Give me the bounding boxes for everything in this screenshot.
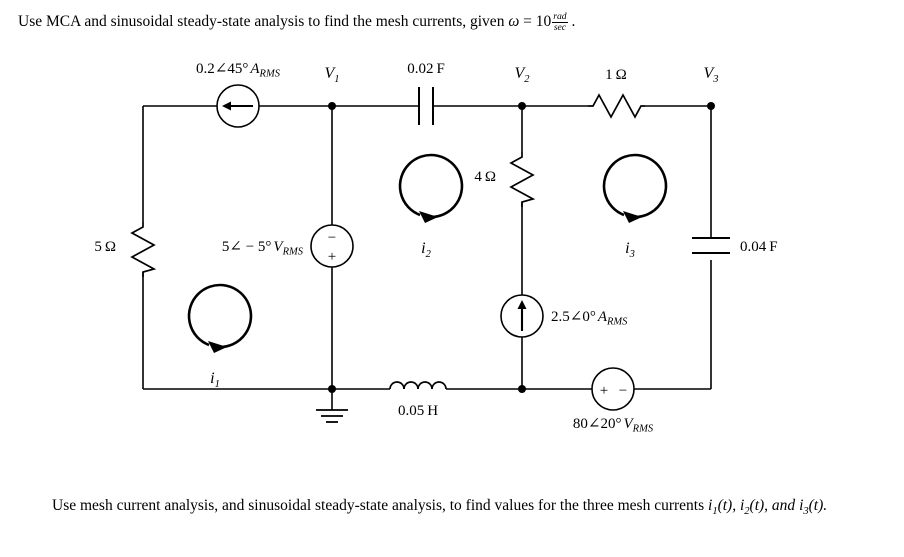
node-label-v3: V3 xyxy=(703,65,718,85)
capacitor-right xyxy=(692,237,730,254)
mesh-loop-i1-label: i1 xyxy=(210,370,220,390)
node-label-v1: V1 xyxy=(324,65,339,85)
resistor-left xyxy=(130,222,157,277)
current-source-top-arrow-head xyxy=(222,101,231,111)
current-source-top-label: 0.2∠45°ARMS xyxy=(196,61,281,80)
voltage-source-v1-minus: − xyxy=(328,230,336,246)
top-prompt-period: . xyxy=(567,13,576,31)
voltage-source-bottom-plus: + xyxy=(600,383,608,399)
equals-sign: = xyxy=(519,13,536,31)
mesh-loop-i2-label: i2 xyxy=(421,240,431,260)
mesh-loop-i1-arrow-head xyxy=(208,341,227,353)
mesh-loop-i1: i1 xyxy=(187,283,253,390)
node-dot-bottom-v1 xyxy=(328,385,336,393)
current-source-mid-arrow-head xyxy=(517,300,527,309)
voltage-source-v1: − + xyxy=(310,224,354,268)
omega-unit-denominator: sec xyxy=(553,22,567,34)
ground-icon xyxy=(316,409,348,423)
mesh-loop-i2-arrow-head xyxy=(419,211,438,223)
capacitor-top xyxy=(418,87,434,125)
resistor-top-right xyxy=(588,93,645,119)
inductor-coil-3 xyxy=(417,381,433,390)
mesh-loop-i3-label: i3 xyxy=(625,240,635,260)
voltage-source-v1-circle xyxy=(310,224,354,268)
bottom-i2-arg: (t), and xyxy=(749,497,800,514)
bottom-i2-subscript: 2 xyxy=(744,506,750,518)
inductor-bottom xyxy=(389,381,447,390)
voltage-source-bottom: + − xyxy=(591,367,635,411)
current-source-mid xyxy=(500,294,544,338)
mesh-loop-i2: i2 xyxy=(398,153,464,260)
bottom-prompt-text: Use mesh current analysis, and sinusoida… xyxy=(22,494,884,520)
current-source-mid-label: 2.5∠0°ARMS xyxy=(551,309,628,328)
bottom-i3-symbol: i xyxy=(799,497,804,514)
omega-unit-numerator: rad xyxy=(552,11,568,24)
node-label-v2: V2 xyxy=(514,65,530,85)
bottom-i1-arg: (t), xyxy=(717,497,737,514)
mesh-loop-i1-arc xyxy=(187,283,253,349)
node-dot-bottom-v2 xyxy=(518,385,526,393)
node-dot-v1 xyxy=(328,102,336,110)
bottom-i3-arg: (t). xyxy=(808,497,828,514)
voltage-source-bottom-minus: − xyxy=(619,383,627,399)
top-prompt-text: Use MCA and sinusoidal steady-state anal… xyxy=(18,11,888,34)
inductor-coil-1 xyxy=(389,381,405,390)
mesh-loop-i3: i3 xyxy=(602,153,668,260)
omega-symbol: ω xyxy=(508,13,520,31)
resistor-mid xyxy=(509,152,536,207)
mesh-loop-i2-arc xyxy=(398,153,464,219)
voltage-source-bottom-circle xyxy=(591,367,635,411)
top-prompt-lead: Use MCA and sinusoidal steady-state anal… xyxy=(18,13,509,31)
node-dot-v3 xyxy=(707,102,715,110)
node-dot-v2 xyxy=(518,102,526,110)
bottom-prompt-lead: Use mesh current analysis, and sinusoida… xyxy=(52,497,708,514)
bottom-i1-symbol: i xyxy=(708,497,713,514)
bottom-i1-subscript: 1 xyxy=(712,506,718,518)
inductor-coil-4 xyxy=(431,381,447,390)
bottom-i3-subscript: 3 xyxy=(803,506,809,518)
mesh-loop-i3-arc xyxy=(602,153,668,219)
current-source-top xyxy=(216,84,260,128)
mesh-loop-i3-arrow-head xyxy=(623,211,642,223)
voltage-source-v1-label: 5∠ − 5°VRMS xyxy=(222,239,304,258)
inductor-coil-2 xyxy=(403,381,419,390)
bottom-i2-symbol: i xyxy=(739,497,745,514)
omega-value: 10 xyxy=(535,13,552,31)
voltage-source-bottom-label: 80∠20°VRMS xyxy=(573,416,654,435)
node-dots xyxy=(328,102,715,393)
circuit-wires xyxy=(142,105,712,410)
voltage-source-v1-plus: + xyxy=(328,249,336,265)
